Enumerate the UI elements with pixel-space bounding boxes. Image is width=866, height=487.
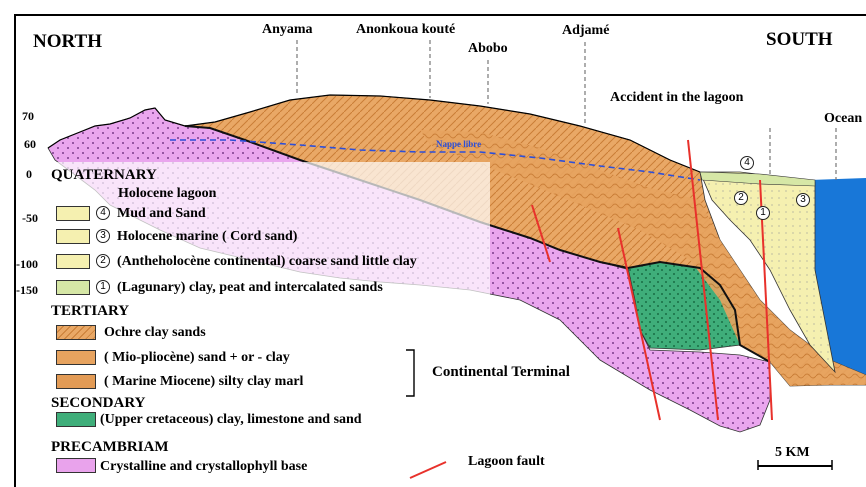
legend-swatch-cord-sand [56, 229, 90, 244]
legend-num-1: 1 [96, 280, 110, 294]
legend-item-coarse-sand: (Antheholocène continental) coarse sand … [117, 255, 417, 269]
legend-item-mud-sand: Mud and Sand [117, 207, 206, 221]
legend-item-crystalline: Crystalline and crystallophyll base [100, 460, 307, 474]
axis-tick-60: 60 [24, 138, 36, 150]
axis-tick-minus100: -100 [16, 258, 38, 270]
label-south: SOUTH [766, 30, 833, 49]
legend-continental-terminal: Continental Terminal [432, 365, 570, 380]
legend-swatch-cretaceous [56, 412, 96, 427]
place-adjame: Adjamé [562, 24, 609, 38]
axis-tick-minus50: -50 [22, 212, 38, 224]
legend-precambriam-title: PRECAMBRIAM [51, 440, 169, 455]
legend-quaternary-title: QUATERNARY [51, 168, 157, 183]
legend-lagoon-fault: Lagoon fault [468, 455, 545, 469]
continental-terminal-bracket [406, 350, 414, 396]
legend-swatch-ochre [56, 325, 96, 340]
legend-swatch-mio-pliocene [56, 350, 96, 365]
legend-secondary-title: SECONDARY [51, 396, 145, 411]
legend-item-mio-pliocene: ( Mio-pliocène) sand + or - clay [104, 351, 290, 365]
legend-num-2: 2 [96, 254, 110, 268]
place-ocean: Ocean [824, 112, 862, 126]
legend-tertiary-title: TERTIARY [51, 304, 129, 319]
layer-marker-1: 1 [756, 206, 770, 220]
scale-label: 5 KM [775, 446, 810, 460]
layer-marker-2: 2 [734, 191, 748, 205]
legend-item-cord-sand: Holocene marine ( Cord sand) [117, 230, 297, 244]
legend-item-ochre: Ochre clay sands [104, 326, 206, 340]
axis-tick-70: 70 [22, 110, 34, 122]
legend-item-lagunary-clay: (Lagunary) clay, peat and intercalated s… [117, 281, 383, 295]
label-north: NORTH [33, 32, 102, 51]
place-anonkoua: Anonkoua kouté [356, 23, 455, 37]
axis-tick-minus150: -150 [16, 284, 38, 296]
legend-swatch-mud-sand [56, 206, 90, 221]
legend-quaternary-subtitle: Holocene lagoon [118, 187, 216, 201]
legend-swatch-lagunary-clay [56, 280, 90, 295]
legend-num-3: 3 [96, 229, 110, 243]
layer-marker-4: 4 [740, 156, 754, 170]
legend-item-marine-miocene: ( Marine Miocene) silty clay marl [104, 375, 303, 389]
legend-swatch-crystalline [56, 458, 96, 473]
legend-swatch-coarse-sand [56, 254, 90, 269]
nappe-libre-label: Nappe libre [436, 140, 481, 149]
legend-num-4: 4 [96, 206, 110, 220]
legend-swatch-marine-miocene [56, 374, 96, 389]
fault-legend-line [410, 462, 446, 478]
layer-marker-3: 3 [796, 193, 810, 207]
place-anyama: Anyama [262, 23, 313, 37]
axis-tick-0: 0 [26, 168, 32, 180]
place-accident: Accident in the lagoon [610, 91, 743, 105]
place-abobo: Abobo [468, 42, 508, 56]
legend-item-cretaceous: (Upper cretaceous) clay, limestone and s… [100, 413, 362, 427]
